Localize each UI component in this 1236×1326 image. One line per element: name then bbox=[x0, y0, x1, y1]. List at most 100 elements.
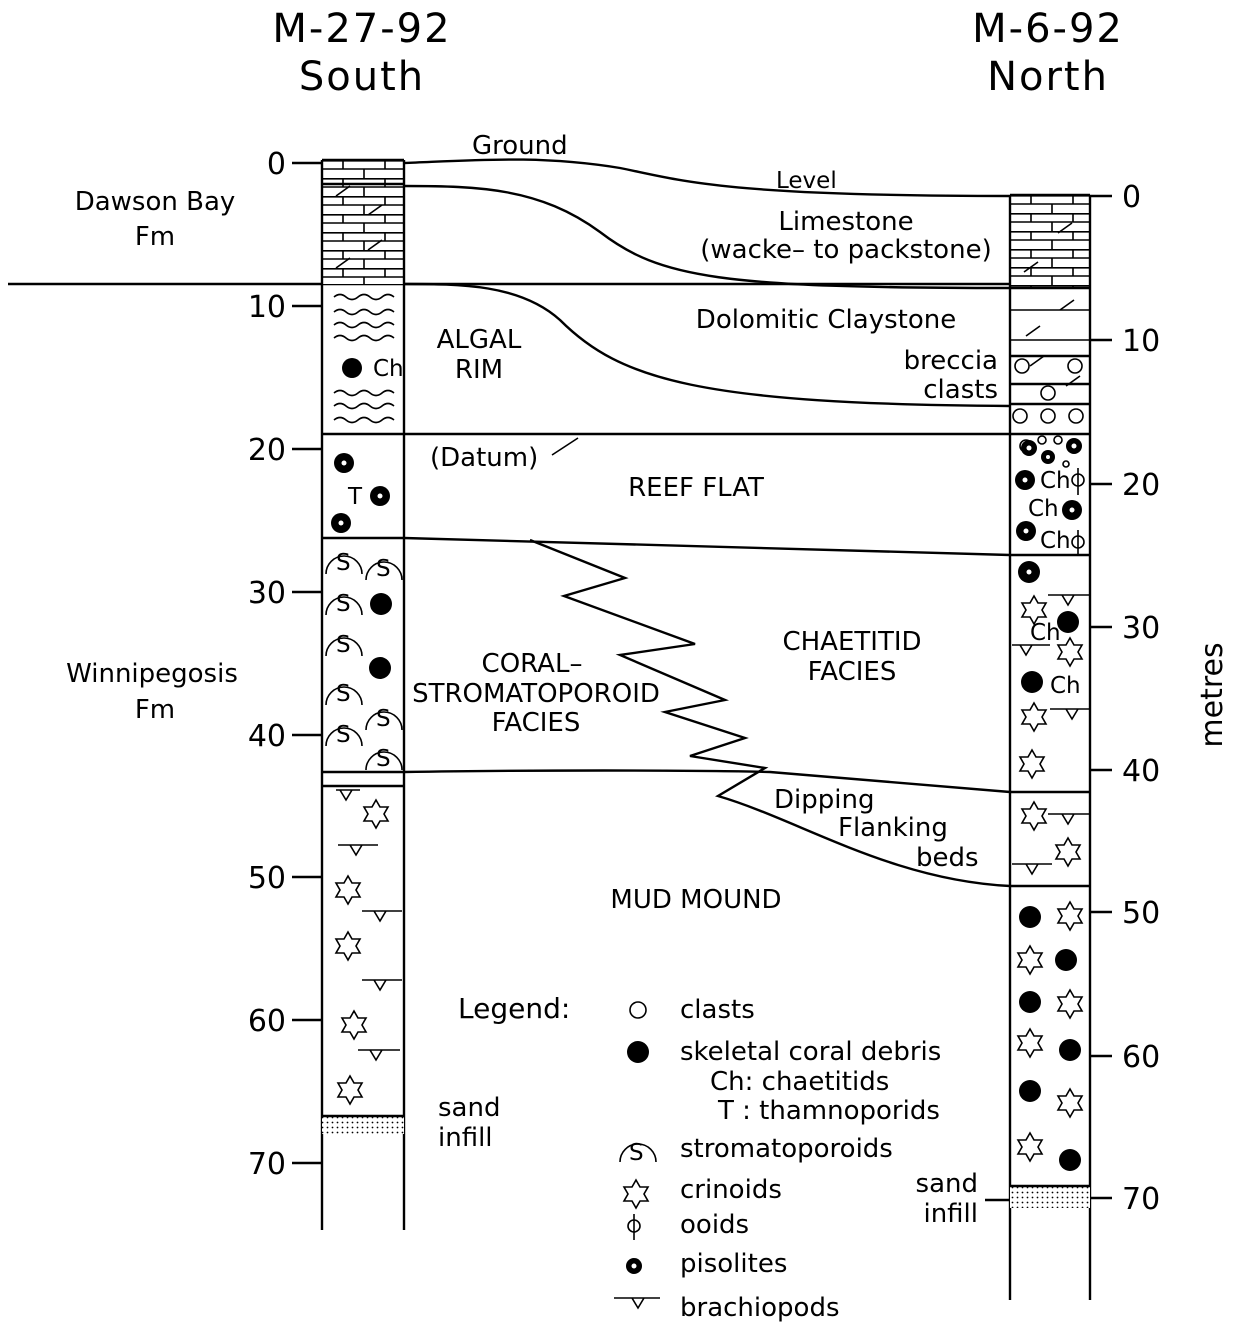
limestone-label: Limestone bbox=[778, 207, 913, 237]
mud-mound-label: MUD MOUND bbox=[610, 885, 781, 915]
datum-pointer bbox=[551, 437, 579, 456]
flanking-label: Flanking bbox=[838, 813, 948, 843]
left-tick-0: 0 bbox=[267, 147, 286, 182]
svg-text:Ch: Ch bbox=[1028, 496, 1059, 522]
right-tick-60: 60 bbox=[1122, 1040, 1160, 1075]
right-tick-0: 0 bbox=[1122, 180, 1141, 215]
south-well-name: M-27-92 bbox=[272, 6, 451, 52]
stromatoporoid-symbols: S S S S S S S S bbox=[325, 550, 403, 772]
dawson-bay-fm-label: Fm bbox=[135, 222, 175, 252]
right-tick-40: 40 bbox=[1122, 754, 1160, 789]
left-depth-axis: 0 10 20 30 40 50 60 70 bbox=[248, 147, 322, 1182]
stromatoporoid-label: STROMATOPOROID bbox=[412, 679, 660, 709]
chaetitid-facies-label: FACIES bbox=[808, 657, 897, 687]
brachiopod-icon bbox=[614, 1297, 660, 1310]
crinoid-symbols bbox=[334, 798, 390, 1106]
left-tick-20: 20 bbox=[248, 433, 286, 468]
svg-text:S: S bbox=[629, 1140, 644, 1166]
limestone-base-line bbox=[403, 184, 1011, 290]
left-tick-40: 40 bbox=[248, 719, 286, 754]
legend-brachiopods: brachiopods bbox=[680, 1293, 840, 1323]
coral-facies-label: FACIES bbox=[492, 708, 581, 738]
skeletal-debris-icon bbox=[369, 657, 391, 679]
left-tick-70: 70 bbox=[248, 1147, 286, 1182]
left-tick-30: 30 bbox=[248, 576, 286, 611]
stromatoporoid-icon bbox=[619, 1143, 657, 1163]
svg-text:Ch: Ch bbox=[1040, 528, 1071, 554]
crinoid-icon bbox=[622, 1178, 650, 1210]
svg-text:S: S bbox=[336, 632, 351, 658]
dipping-label: Dipping bbox=[774, 785, 874, 815]
ch-symbol: Ch bbox=[373, 356, 404, 382]
legend-stromatoporoids: stromatoporoids bbox=[680, 1134, 893, 1164]
svg-text:S: S bbox=[336, 681, 351, 707]
svg-text:S: S bbox=[376, 706, 391, 732]
t-symbol: T bbox=[347, 484, 363, 510]
sand-infill-left bbox=[322, 1116, 404, 1134]
clasts-icon bbox=[629, 1001, 647, 1019]
legend-ooids: ooids bbox=[680, 1210, 749, 1240]
algal-rim-base-line bbox=[403, 282, 1011, 408]
skeletal-debris-icon bbox=[627, 1041, 649, 1063]
left-tick-60: 60 bbox=[248, 1004, 286, 1039]
north-well-direction: North bbox=[987, 54, 1109, 100]
svg-text:Ch: Ch bbox=[1030, 620, 1061, 646]
svg-text:S: S bbox=[336, 550, 351, 576]
south-well-direction: South bbox=[299, 54, 425, 100]
breccia-label: breccia bbox=[904, 346, 998, 376]
right-tick-50: 50 bbox=[1122, 896, 1160, 931]
ooid-icon bbox=[627, 1214, 641, 1240]
legend-clasts: clasts bbox=[680, 995, 755, 1025]
sand-right-label: sand bbox=[916, 1169, 978, 1199]
facies-boundary-zigzag bbox=[529, 538, 1011, 888]
svg-text:S: S bbox=[336, 722, 351, 748]
legend-ch-def: Ch: chaetitids bbox=[710, 1067, 889, 1097]
skeletal-debris-icon bbox=[342, 358, 362, 378]
right-tick-10: 10 bbox=[1122, 324, 1160, 359]
legend-pisolites: pisolites bbox=[680, 1249, 787, 1279]
svg-text:S: S bbox=[376, 746, 391, 772]
sand-infill-right bbox=[1010, 1186, 1090, 1208]
brachiopod-symbols-north bbox=[1012, 594, 1090, 876]
ground-level-line bbox=[403, 158, 1011, 198]
datum-label: (Datum) bbox=[430, 443, 538, 473]
legend-skeletal: skeletal coral debris bbox=[680, 1037, 941, 1067]
legend-t-def: T : thamnoporids bbox=[717, 1096, 940, 1126]
skeletal-debris-icon bbox=[370, 593, 392, 615]
correlation-lines bbox=[403, 158, 1011, 888]
right-tick-20: 20 bbox=[1122, 468, 1160, 503]
legend-title: Legend: bbox=[458, 992, 570, 1025]
ground-label: Ground bbox=[472, 131, 568, 161]
winnipegosis-label: Winnipegosis bbox=[66, 659, 238, 689]
reef-flat-label: REEF FLAT bbox=[628, 473, 764, 503]
infill-left-label: infill bbox=[438, 1123, 493, 1153]
clasts-label: clasts bbox=[923, 375, 998, 405]
sand-left-label: sand bbox=[438, 1093, 500, 1123]
svg-text:S: S bbox=[336, 591, 351, 617]
svg-text:Ch: Ch bbox=[1050, 673, 1081, 699]
rim-label: RIM bbox=[455, 355, 503, 385]
coral-label: CORAL– bbox=[482, 649, 583, 679]
dolomitic-claystone-label: Dolomitic Claystone bbox=[696, 305, 956, 335]
dipping-beds-top-line bbox=[403, 769, 1011, 794]
limestone-type-label: (wacke– to packstone) bbox=[700, 235, 991, 265]
crinoid-symbols-north bbox=[1016, 594, 1084, 1163]
legend-crinoids: crinoids bbox=[680, 1175, 782, 1205]
right-tick-70: 70 bbox=[1122, 1182, 1160, 1217]
left-tick-10: 10 bbox=[248, 290, 286, 325]
svg-text:Ch: Ch bbox=[1040, 468, 1071, 494]
chaetitid-label: CHAETITID bbox=[782, 627, 921, 657]
svg-text:S: S bbox=[376, 556, 391, 582]
beds-label: beds bbox=[916, 843, 979, 873]
dawson-bay-label: Dawson Bay bbox=[75, 187, 236, 217]
level-label: Level bbox=[776, 168, 837, 194]
left-tick-50: 50 bbox=[248, 861, 286, 896]
winnipegosis-fm-label: Fm bbox=[135, 695, 175, 725]
brachiopod-symbols bbox=[336, 789, 402, 1062]
south-column: Ch T S S S S S S S S bbox=[320, 158, 406, 1230]
infill-right-label: infill bbox=[923, 1199, 978, 1229]
legend: Legend: clasts skeletal coral debris Ch:… bbox=[458, 992, 941, 1323]
algal-label: ALGAL bbox=[437, 325, 522, 355]
right-depth-axis: 0 10 20 30 40 50 60 70 metres bbox=[1090, 180, 1230, 1217]
